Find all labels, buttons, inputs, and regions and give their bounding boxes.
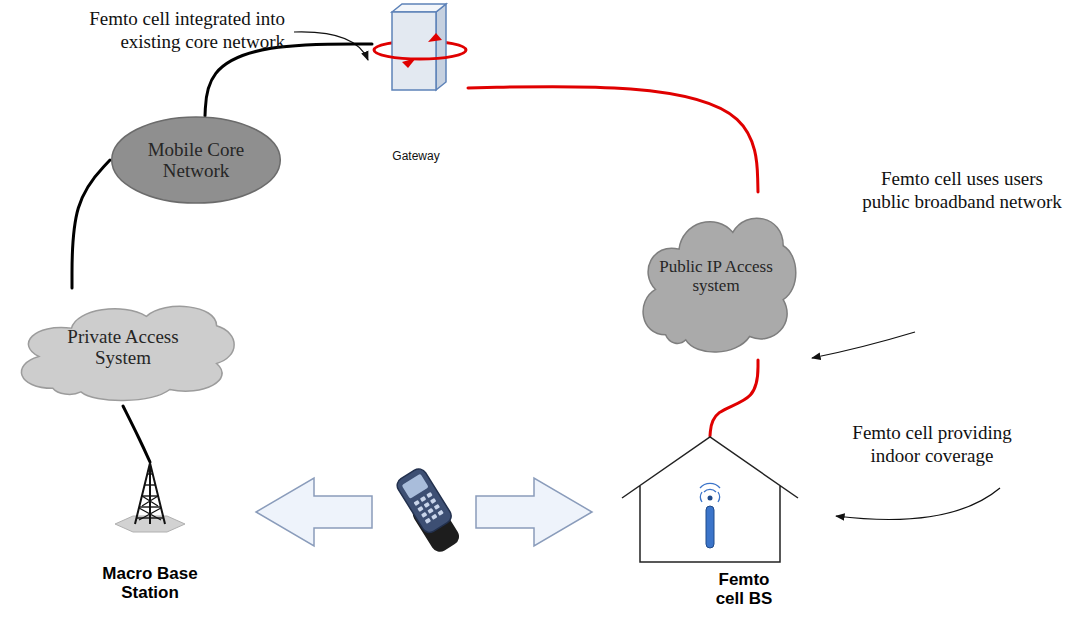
node-label: Private Access System bbox=[48, 326, 198, 369]
label-block: Private Access System bbox=[48, 326, 198, 369]
public-ip-cloud: Public IP Access system bbox=[632, 192, 800, 360]
node-label: Mobile Core Network bbox=[131, 139, 261, 182]
network-link bbox=[123, 406, 150, 462]
label-block: Gateway bbox=[371, 150, 461, 163]
tower-lattice bbox=[135, 463, 165, 524]
server-top bbox=[392, 4, 446, 12]
callout-note: Femto cell providing indoor coverage bbox=[832, 422, 1032, 468]
mobile-phone bbox=[392, 466, 465, 555]
node-label: Macro Base Station bbox=[90, 564, 210, 602]
label-block: Femto cell BS bbox=[708, 570, 780, 608]
femto-antenna bbox=[706, 506, 714, 548]
tower-icon bbox=[85, 462, 215, 534]
label-block: Public IP Access system bbox=[651, 257, 781, 295]
server-side bbox=[436, 4, 446, 90]
shape-outline bbox=[643, 218, 796, 352]
leader-arrow bbox=[836, 488, 1000, 520]
shape-outline bbox=[21, 306, 234, 400]
network-link bbox=[468, 87, 758, 192]
node-label: Public IP Access system bbox=[651, 257, 781, 295]
ring-arrowhead bbox=[428, 33, 442, 42]
server-icon bbox=[372, 2, 468, 92]
private-access-cloud: Private Access System bbox=[6, 288, 240, 406]
femto-cell-bs: Femto cell BS bbox=[612, 436, 808, 608]
callout-note: Femto cell integrated into existing core… bbox=[50, 8, 285, 54]
ring-arrowhead bbox=[402, 58, 416, 68]
network-link bbox=[710, 360, 758, 436]
label-block: Mobile Core Network bbox=[131, 139, 261, 182]
node-label: Femto cell BS bbox=[708, 570, 780, 608]
leader-arrow bbox=[812, 332, 915, 358]
right-block-arrow bbox=[476, 478, 592, 546]
callout-note: Femto cell uses users public broadband n… bbox=[862, 168, 1062, 214]
server-front bbox=[392, 12, 436, 90]
house-outline bbox=[622, 437, 798, 562]
left-block-arrow bbox=[256, 478, 372, 546]
antenna-dot bbox=[708, 496, 713, 501]
network-link bbox=[205, 44, 372, 116]
core-network-ellipse: Mobile Core Network bbox=[110, 116, 282, 204]
radio-waves bbox=[700, 483, 720, 502]
shape-outline bbox=[112, 117, 281, 203]
label-block: Macro Base Station bbox=[90, 564, 210, 602]
node-label: Gateway bbox=[371, 150, 461, 163]
house-icon bbox=[612, 436, 808, 564]
network-link bbox=[72, 160, 110, 288]
macro-base-station: Macro Base Station bbox=[85, 462, 215, 602]
gateway-server: Gateway bbox=[372, 2, 468, 163]
ring-front bbox=[374, 50, 466, 59]
